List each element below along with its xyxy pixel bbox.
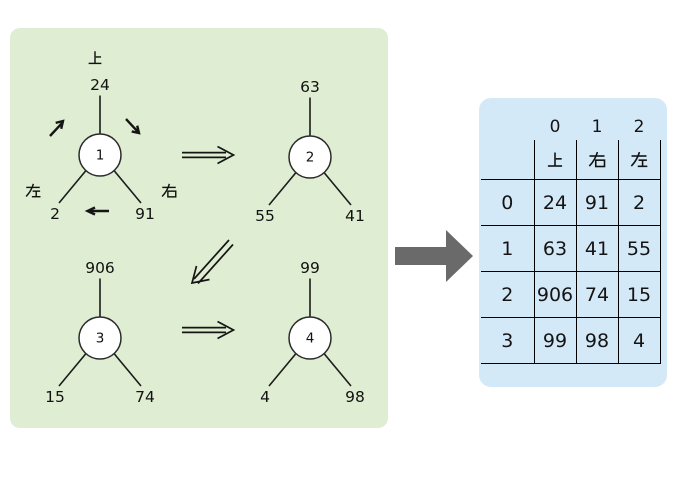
- table-row: 3 99 98 4: [481, 317, 661, 364]
- tree1-left-edge: [58, 169, 87, 204]
- column-index-1: 1: [591, 117, 603, 137]
- tree1-right-value: 91: [135, 205, 155, 223]
- cell-1-1: 41: [575, 225, 619, 272]
- big-right-arrow-icon: [395, 230, 473, 282]
- column-index-2: 2: [633, 117, 645, 137]
- tree-node-2: 63 2 55 41: [255, 78, 365, 225]
- arrow-left-icon: [84, 206, 109, 216]
- kanji-migi-icon: [161, 183, 177, 198]
- tree4-circle: [288, 316, 332, 360]
- tree4-top-value: 99: [300, 259, 320, 277]
- column-index-0: 0: [549, 117, 561, 137]
- tree3-left-value: 15: [45, 388, 65, 406]
- tree2-top-value: 63: [300, 78, 320, 96]
- tree3-number: 3: [96, 331, 105, 347]
- tree3-left-edge: [58, 352, 87, 387]
- tree2-right-value: 41: [345, 207, 365, 225]
- tree3-right-edge: [113, 352, 142, 387]
- tree2-right-edge: [323, 171, 352, 206]
- tree-panel: [10, 28, 388, 428]
- row-index-1: 1: [481, 225, 535, 272]
- tree4-number: 4: [306, 331, 315, 347]
- row-index-2: 2: [481, 271, 535, 318]
- cell-2-2: 15: [617, 271, 661, 318]
- tree1-left-value: 2: [50, 205, 60, 223]
- tree3-circle: [78, 316, 122, 360]
- cell-1-0: 63: [533, 225, 577, 272]
- table-row: 2 906 74 15: [481, 271, 661, 318]
- cell-3-1: 98: [575, 317, 619, 364]
- cell-3-0: 99: [533, 317, 577, 364]
- corner-cell: [481, 140, 535, 180]
- tree1-number: 1: [96, 148, 105, 164]
- tree3-top-value: 906: [85, 259, 115, 277]
- tree2-number: 2: [306, 150, 315, 166]
- kanji-hidari-icon: [630, 151, 648, 167]
- cell-2-1: 74: [575, 271, 619, 318]
- kanji-ue-icon: [88, 51, 102, 65]
- tree-node-3: 906 3 15 74: [45, 259, 155, 406]
- tree1-circle: [78, 133, 122, 177]
- cell-3-2: 4: [617, 317, 661, 364]
- corner-cell: [481, 114, 534, 140]
- column-label-ue: [533, 140, 577, 180]
- cell-2-0: 906: [533, 271, 577, 318]
- double-arrow-right-icon: [182, 145, 236, 165]
- array-table: 0 1 2: [481, 114, 661, 364]
- tree-node-4: 99 4 4 98: [260, 259, 365, 406]
- tree4-left-value: 4: [260, 388, 270, 406]
- column-label-migi: [575, 140, 619, 180]
- kanji-migi-icon: [588, 151, 606, 167]
- tree4-left-edge: [268, 352, 297, 387]
- arrow-down-right-icon: [125, 118, 141, 135]
- tree1-top-value: 24: [90, 76, 110, 94]
- tree3-right-value: 74: [135, 388, 155, 406]
- arrow-up-right-icon: [49, 119, 65, 137]
- tree2-left-value: 55: [255, 207, 275, 225]
- tree2-circle: [288, 135, 332, 179]
- row-index-0: 0: [481, 179, 535, 226]
- cell-0-1: 91: [575, 179, 619, 226]
- table-row: 1 63 41 55: [481, 225, 661, 272]
- double-arrow-down-left-icon: [190, 239, 234, 285]
- tree-node-1: 24 1 2 91: [50, 76, 155, 223]
- tree4-right-edge: [323, 352, 352, 387]
- column-index-row: 0 1 2: [481, 114, 660, 140]
- table-row: 0 24 91 2: [481, 179, 661, 226]
- kanji-hidari-icon: [25, 183, 41, 198]
- cell-0-2: 2: [617, 179, 661, 226]
- row-index-3: 3: [481, 317, 535, 364]
- tree4-right-value: 98: [345, 388, 365, 406]
- column-label-row: [481, 140, 661, 180]
- cell-0-0: 24: [533, 179, 577, 226]
- tree2-left-edge: [268, 171, 297, 206]
- tree1-right-edge: [113, 169, 142, 204]
- column-label-hidari: [617, 140, 661, 180]
- double-arrow-right-icon: [182, 320, 236, 340]
- kanji-ue-icon: [547, 152, 563, 167]
- cell-1-2: 55: [617, 225, 661, 272]
